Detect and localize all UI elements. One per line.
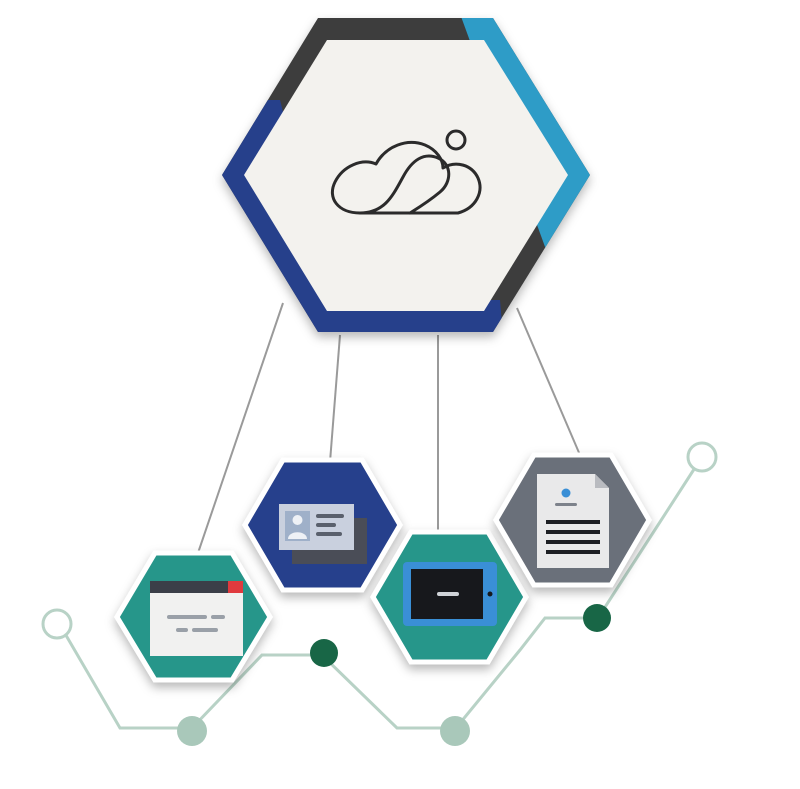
track-node-start [41, 608, 73, 640]
connector-browser [197, 302, 284, 554]
tile-tablet [370, 529, 529, 665]
tile-id-card [242, 457, 403, 593]
document-icon [537, 474, 609, 568]
track-node-dip-1 [177, 716, 207, 746]
timeline-track [58, 459, 702, 730]
tile-browser [114, 550, 273, 683]
hub-hexagon [222, 18, 590, 332]
hub-connectors [197, 302, 581, 554]
connector-id-card [329, 334, 341, 463]
tablet-icon [403, 562, 497, 626]
hub-face [244, 40, 568, 311]
browser-window-icon [150, 581, 243, 656]
track-node-dip-2 [440, 716, 470, 746]
tile-document [493, 452, 652, 588]
connector-document [516, 307, 581, 456]
timeline-track-line [58, 459, 702, 730]
cloud-icon [330, 129, 482, 215]
track-node-peak-2 [583, 604, 611, 632]
track-node-end [686, 441, 718, 473]
timeline-nodes [41, 441, 718, 746]
id-card-icon [279, 504, 367, 564]
track-node-peak-1 [310, 639, 338, 667]
